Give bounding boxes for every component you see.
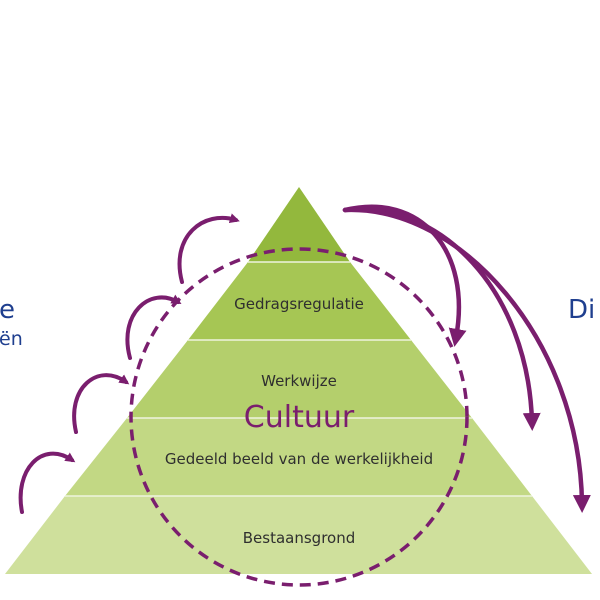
layer-label-gedeeld-beeld: Gedeeld beeld van de werkelijkheid (165, 450, 433, 468)
right-sweep-arrow-3 (342, 207, 591, 513)
center-label-cultuur: Cultuur (244, 400, 355, 435)
pyramid-layer-gedeeld-beeld (65, 418, 532, 496)
pyramid-layer-bestaansgrond (5, 496, 592, 574)
left-curved-arrow-1 (18, 451, 76, 514)
left-side-label-line1: e (0, 295, 15, 325)
layer-label-werkwijze: Werkwijze (261, 372, 337, 390)
pyramid-layer-gedragsregulatie (188, 262, 411, 340)
left-curved-arrow-3 (125, 294, 182, 360)
left-curved-arrow-2 (72, 373, 130, 434)
pyramid-tip (248, 187, 350, 262)
culture-dashed-circle (129, 247, 469, 587)
layer-label-bestaansgrond: Bestaansgrond (243, 529, 356, 547)
left-side-label-line2: ën (0, 328, 23, 350)
pyramid-layer-werkwijze (127, 340, 472, 418)
left-curved-arrow-4 (177, 213, 240, 284)
layer-label-gedragsregulatie: Gedragsregulatie (234, 295, 364, 313)
right-side-label-line1: Di (568, 295, 595, 325)
